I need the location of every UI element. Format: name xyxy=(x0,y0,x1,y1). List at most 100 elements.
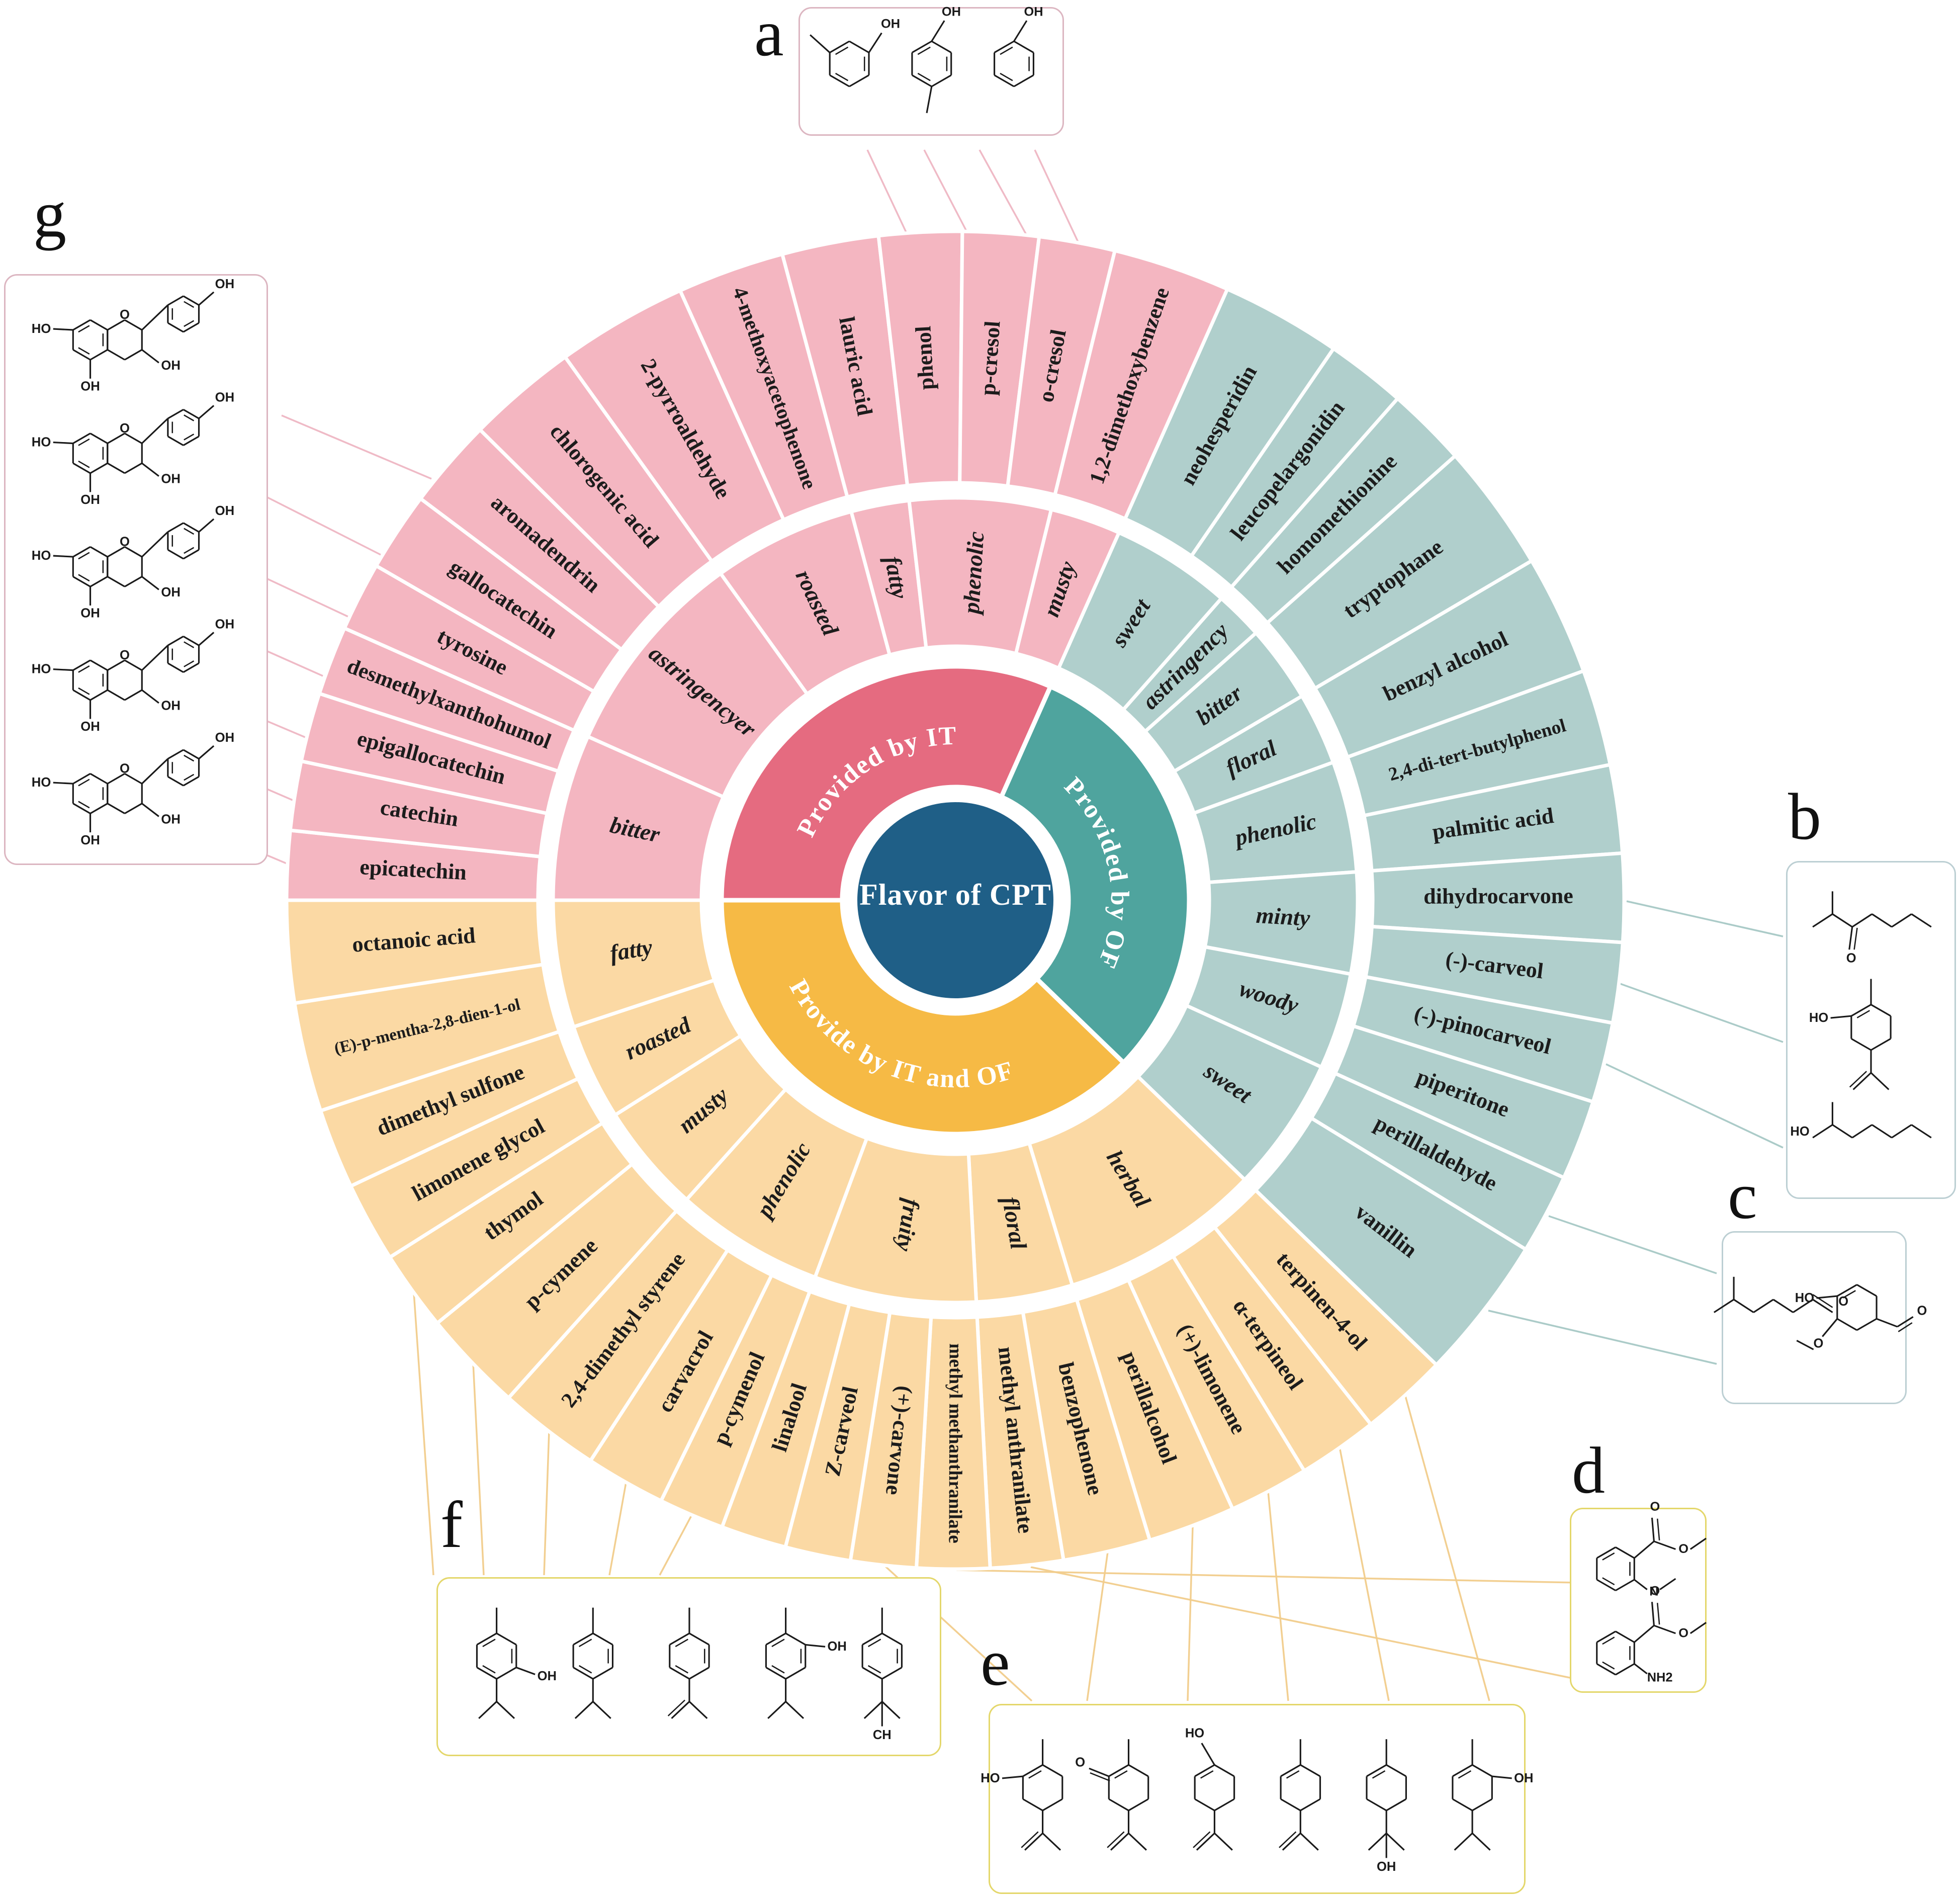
atom-label: OH xyxy=(161,812,181,826)
category-label: minty xyxy=(1256,902,1311,931)
structure-box-f: OH OH CH xyxy=(436,1577,941,1756)
structure-box-f-molecules: OH OH CH xyxy=(476,1607,903,1742)
chart-center-title: Flavor of CPT xyxy=(859,878,1051,911)
atom-label: OH xyxy=(161,585,181,599)
connector-lines xyxy=(209,149,1784,1702)
structure-box-e: HO O HO OH OH xyxy=(981,1704,1533,1894)
box-d-links-line-0 xyxy=(1030,1566,1575,1680)
atom-label: O xyxy=(1678,1542,1688,1556)
terpineol-structure: OH xyxy=(1366,1739,1407,1874)
structure-box-b: O HO HO xyxy=(1786,861,1956,1199)
atom-label: HO xyxy=(981,1771,1000,1785)
box-f-links-line-2 xyxy=(543,1431,550,1576)
atom-label: OH xyxy=(215,618,235,632)
box-e-links-line-2 xyxy=(1267,1491,1289,1701)
category-label: phenolic xyxy=(958,531,989,616)
carvone-structure: O xyxy=(1075,1739,1149,1851)
atom-label: O xyxy=(1678,1626,1688,1641)
atom-label: NH2 xyxy=(1647,1671,1673,1685)
box-e-links-line-3 xyxy=(1187,1526,1194,1701)
atom-label: OH xyxy=(80,493,100,507)
atom-label: N xyxy=(1649,1584,1658,1598)
compound-label: epicatechin xyxy=(359,854,467,885)
box-letter-d: d xyxy=(1572,1433,1605,1507)
methyl-n-methylanthranilate-structure: OON xyxy=(1596,1500,1707,1598)
carvacrol-structure: OH xyxy=(476,1607,557,1719)
compound-label: methyl methanthranilate xyxy=(944,1343,965,1543)
sector-it xyxy=(719,664,1054,903)
atom-label: O xyxy=(120,648,130,662)
box-c-links-line-1 xyxy=(1488,1310,1717,1365)
atom-label: O xyxy=(1650,1500,1660,1514)
box-letter-f: f xyxy=(440,1488,463,1562)
cyclohexene-ol-structure: HO xyxy=(1809,979,1892,1090)
atom-label: OH xyxy=(215,277,235,291)
box-f-links-line-1 xyxy=(608,1482,627,1576)
box-g-links-line-1 xyxy=(262,494,381,556)
chart-center-circle xyxy=(852,797,1058,1003)
box-letter-a: a xyxy=(754,0,784,70)
perillyl-alcohol-structure: HO xyxy=(1185,1726,1235,1851)
category-segment-fatty-2-6 xyxy=(551,898,717,1029)
atom-label: OH xyxy=(828,1640,847,1654)
box-a-links-line-0 xyxy=(866,149,909,237)
atom-label: OH xyxy=(215,391,235,405)
box-f-links-line-3 xyxy=(472,1362,485,1576)
atom-label: OH xyxy=(1514,1771,1533,1785)
dimethylstyrene-structure xyxy=(667,1607,710,1719)
box-f-links-line-0 xyxy=(659,1514,693,1576)
box-e-links-line-1 xyxy=(1339,1449,1390,1701)
atom-label: OH xyxy=(215,731,235,745)
atom-label: HO xyxy=(1790,1125,1809,1139)
atom-label: HO xyxy=(32,435,51,449)
atom-label: OH xyxy=(1024,5,1043,19)
atom-label: OH xyxy=(161,699,181,713)
atom-label: O xyxy=(1838,1295,1848,1309)
limonene-structure xyxy=(1279,1739,1321,1851)
cymenol-structure: CH xyxy=(861,1607,903,1742)
box-letter-b: b xyxy=(1788,780,1821,853)
atom-label: OH xyxy=(80,720,100,734)
atom-label: OH xyxy=(942,5,961,19)
compound-label: p-cresol xyxy=(975,320,1005,396)
atom-label: OH xyxy=(538,1669,557,1683)
box-f-links-line-4 xyxy=(413,1292,434,1576)
box-letter-g: g xyxy=(33,177,66,251)
structure-box-g-molecules: OHOOHOHOHOHOOHOHOHOHOOHOHOHOHOOHOHOHOHOO… xyxy=(32,277,234,847)
atom-label: HO xyxy=(1809,1011,1828,1025)
atom-label: OH xyxy=(161,359,181,373)
compound-label: dihydrocarvone xyxy=(1423,884,1573,909)
atom-label: HO xyxy=(32,322,51,336)
box-b-links-line-1 xyxy=(1620,983,1784,1043)
epicatechin-structure: O HO OH OH OH xyxy=(32,731,234,847)
atom-label: HO xyxy=(32,549,51,563)
atom-label: OH xyxy=(1377,1860,1396,1874)
compound-segment-octanoic-acid xyxy=(285,898,545,1005)
atom-label: OH xyxy=(80,607,100,621)
atom-label: O xyxy=(120,761,130,775)
box-c-links-line-0 xyxy=(1548,1215,1717,1274)
terpene-chain-ol-structure: HO xyxy=(1790,1102,1932,1139)
atom-label: OH xyxy=(161,472,181,486)
atom-label: HO xyxy=(32,775,51,790)
compound-label: phenol xyxy=(911,325,939,391)
atom-label: O xyxy=(1650,1584,1660,1598)
box-e-links-line-4 xyxy=(1086,1551,1109,1701)
box-b-links-line-2 xyxy=(1606,1063,1784,1149)
sector-of xyxy=(998,683,1192,1066)
terpene-chain-ketone-structure: O xyxy=(1812,891,1932,966)
atom-label: OH xyxy=(80,833,100,847)
atom-label: O xyxy=(120,308,130,322)
box-b-links-line-0 xyxy=(1626,900,1784,937)
